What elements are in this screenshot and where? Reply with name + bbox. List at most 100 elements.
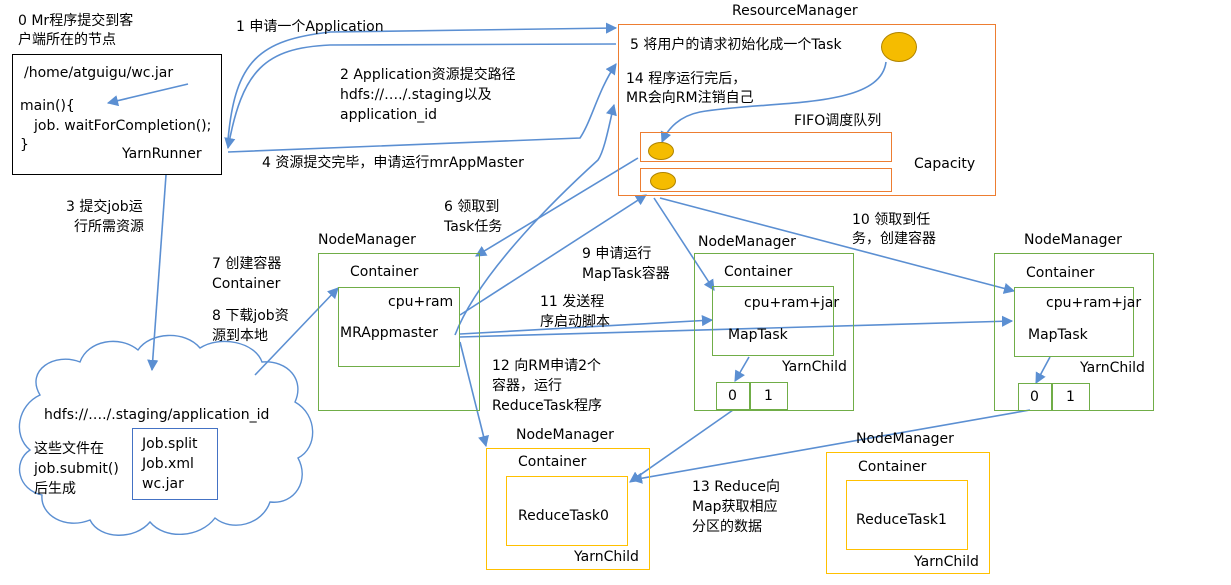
nm-reduce0-yarnchild: YarnChild <box>574 549 639 565</box>
step-10-label-1: 10 领取到任 <box>852 212 931 228</box>
step-14-label-2: MR会向RM注销自己 <box>626 90 754 106</box>
nm-map1-task: MapTask <box>728 327 788 343</box>
client-heading-1: 0 Mr程序提交到客 <box>18 13 134 29</box>
step-2-label-3: application_id <box>340 107 438 123</box>
nm-map2-task: MapTask <box>1028 327 1088 343</box>
arrow-1 <box>227 22 618 141</box>
code-close: } <box>20 137 29 153</box>
nm-app-title: NodeManager <box>318 232 416 248</box>
step-8-label-1: 8 下载job资 <box>212 308 289 324</box>
queued-task-icon-2 <box>650 172 676 190</box>
step-14-label-1: 14 程序运行完后， <box>626 71 747 87</box>
code-job: job. waitForCompletion(); <box>34 118 212 134</box>
job-files-box <box>132 428 218 500</box>
nm-map1-container-label: Container <box>724 264 793 280</box>
nm-map2-title: NodeManager <box>1024 232 1122 248</box>
job-file-xml: Job.xml <box>142 456 194 472</box>
nm-map2-container-label: Container <box>1026 265 1095 281</box>
step-11-label-2: 序启动脚本 <box>540 314 610 330</box>
fifo-queue-slot-2 <box>640 168 892 192</box>
nm-map2-partition-0-label: 0 <box>1030 389 1039 405</box>
hdfs-note-2: job.submit() <box>34 461 119 477</box>
job-file-split: Job.split <box>142 436 198 452</box>
arrow-12 <box>459 341 489 448</box>
hdfs-note-3: 后生成 <box>34 481 76 497</box>
arrow-3 <box>147 174 167 372</box>
step-1-label: 1 申请一个Application <box>236 19 384 35</box>
step-12-label-2: 容器，运行 <box>492 378 562 394</box>
nm-app-resource: cpu+ram <box>388 294 454 310</box>
nm-reduce1-yarnchild: YarnChild <box>914 554 979 570</box>
arrow-2 <box>224 43 617 150</box>
nm-reduce0-box <box>486 448 650 570</box>
client-heading-2: 户端所在的节点 <box>18 32 116 48</box>
nm-app-box <box>318 253 480 411</box>
step-12-label-1: 12 向RM申请2个 <box>492 358 601 374</box>
arrow-jar-main <box>106 83 189 107</box>
nm-map2-resource: cpu+ram+jar <box>1046 295 1142 311</box>
client-node-box <box>12 54 222 175</box>
nm-map1-partition-0-label: 0 <box>728 388 737 404</box>
nm-reduce1-box <box>826 452 990 574</box>
nm-map1-partition-1 <box>750 382 788 410</box>
arrow-9 <box>459 194 647 316</box>
nm-app-container-label: Container <box>350 264 419 280</box>
nm-map2-container-box <box>1014 287 1134 357</box>
step-13-label-1: 13 Reduce向 <box>692 479 781 495</box>
step-2-label-1: 2 Application资源提交路径 <box>340 67 516 83</box>
step-7-label-2: Container <box>212 276 281 292</box>
step-10-label-2: 务，创建容器 <box>852 231 936 247</box>
task-token-icon <box>881 32 917 62</box>
step-13-label-2: Map获取相应 <box>692 499 778 515</box>
step-12-label-3: ReduceTask程序 <box>492 398 602 414</box>
arrow-10a <box>653 197 715 291</box>
nm-reduce0-title: NodeManager <box>516 427 614 443</box>
nm-app-container-box <box>338 287 460 367</box>
hdfs-path: hdfs://…./.staging/application_id <box>44 407 270 423</box>
nm-map2-partition-0 <box>1018 383 1052 411</box>
step-9-label-1: 9 申请运行 <box>582 246 652 262</box>
arrow-5 <box>660 61 887 144</box>
fifo-queue-slot-1 <box>640 132 892 162</box>
step-2-label-2: hdfs://…./.staging以及 <box>340 87 492 103</box>
yarn-runner: YarnRunner <box>122 146 202 162</box>
nm-reduce0-container-label: Container <box>518 454 587 470</box>
nm-map2-yarnchild: YarnChild <box>1080 360 1145 376</box>
arrow-map2-part <box>1035 356 1051 384</box>
arrow-4 <box>227 63 617 153</box>
mr-appmaster-label: MRAppmaster <box>340 325 438 341</box>
step-5-label: 5 将用户的请求初始化成一个Task <box>630 37 842 53</box>
reduce-task-0: ReduceTask0 <box>518 508 609 524</box>
nm-map1-yarnchild: YarnChild <box>782 359 847 375</box>
step-4-label: 4 资源提交完毕，申请运行mrAppMaster <box>262 155 524 171</box>
arrow-map1-part <box>734 356 750 382</box>
capacity-label: Capacity <box>914 156 976 172</box>
rm-title: ResourceManager <box>732 3 858 19</box>
arrow-11b <box>459 315 1014 338</box>
arrow-14 <box>454 103 617 336</box>
step-13-label-3: 分区的数据 <box>692 519 762 535</box>
code-main: main(){ <box>20 98 75 114</box>
resource-manager-box <box>618 24 996 196</box>
nm-reduce0-container-box <box>506 476 628 546</box>
step-9-label-2: MapTask容器 <box>582 266 670 282</box>
nm-reduce1-container-label: Container <box>858 459 927 475</box>
step-6-label-1: 6 领取到 <box>444 199 500 215</box>
nm-map2-partition-1-label: 1 <box>1066 389 1075 405</box>
step-6-label-2: Task任务 <box>444 219 503 235</box>
hdfs-note-1: 这些文件在 <box>34 441 104 457</box>
nm-map1-title: NodeManager <box>698 234 796 250</box>
step-3-label-1: 3 提交job运 <box>66 199 143 215</box>
nm-map2-partition-1 <box>1052 383 1090 411</box>
step-11-label-1: 11 发送程 <box>540 294 605 310</box>
arrow-8 <box>254 287 339 376</box>
fifo-queue-label: FIFO调度队列 <box>794 113 882 129</box>
nm-map1-partition-1-label: 1 <box>764 388 773 404</box>
arrow-11a <box>459 314 714 335</box>
jar-path: /home/atguigu/wc.jar <box>24 65 174 81</box>
job-file-jar: wc.jar <box>142 476 184 492</box>
arrow-13b <box>630 409 1031 484</box>
arrow-10b <box>659 197 1016 294</box>
arrow-6 <box>475 157 639 257</box>
nm-map1-partition-0 <box>716 382 750 410</box>
